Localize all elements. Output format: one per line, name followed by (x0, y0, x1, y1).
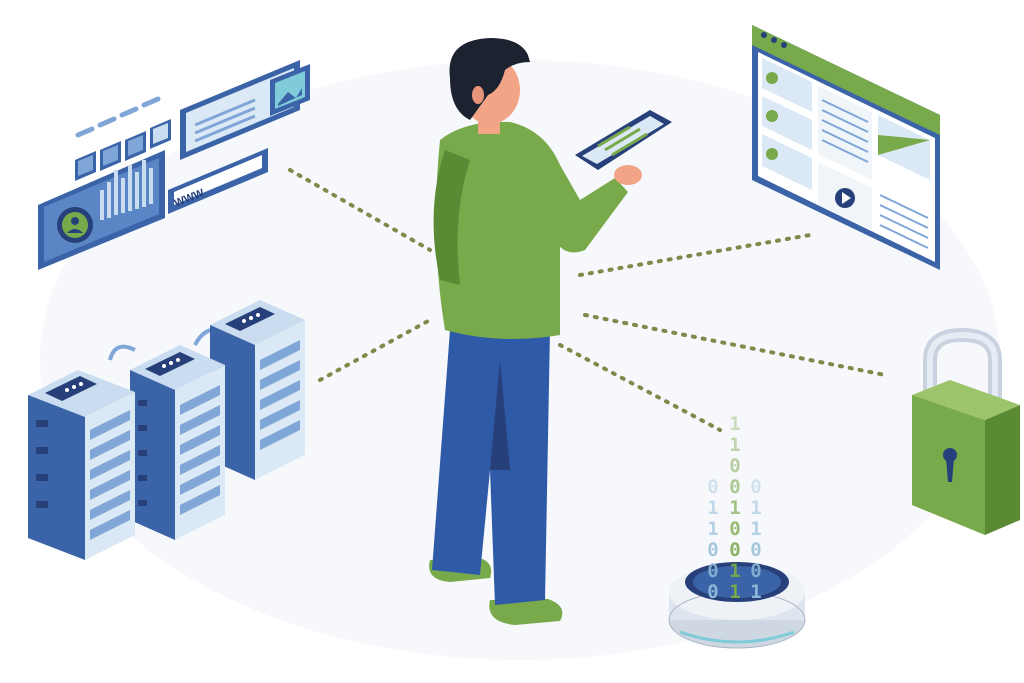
binary-digit: 0 (729, 476, 740, 498)
binary-digit: 1 (729, 560, 740, 582)
person-figure (429, 38, 672, 625)
server-racks (28, 300, 305, 560)
binary-digit: 1 (750, 581, 761, 603)
dashboard-panel: WWW (38, 60, 310, 270)
binary-digit: 1 (750, 518, 761, 540)
binary-digit: 0 (750, 539, 761, 561)
data-pedestal (668, 562, 806, 649)
server-rack-front (28, 370, 135, 560)
binary-digit: 1 (729, 413, 740, 435)
hand (614, 165, 642, 185)
connection-line-servers (318, 318, 432, 382)
right-shoe (489, 599, 563, 625)
connection-line-dashboard (288, 168, 432, 252)
server-rack-middle (130, 345, 225, 540)
binary-digit: 0 (707, 560, 718, 582)
play-icon (842, 192, 851, 204)
tablet-device (575, 110, 672, 170)
connection-line-webpage (578, 233, 812, 277)
binary-digit: 1 (750, 497, 761, 519)
binary-digit: 0 (729, 518, 740, 540)
binary-digit: 0 (707, 476, 718, 498)
connection-line-data (558, 343, 722, 432)
webpage-window (752, 25, 940, 270)
right-arm (520, 135, 628, 253)
window-titlebar (752, 25, 940, 135)
binary-digit: 1 (707, 518, 718, 540)
binary-digit: 1 (729, 434, 740, 456)
connection-line-lock (583, 313, 887, 377)
binary-digit: 1 (707, 497, 718, 519)
connection-lines (288, 168, 887, 432)
hair (449, 38, 530, 120)
binary-digit: 0 (750, 560, 761, 582)
binary-digit: 0 (729, 455, 740, 477)
binary-digit: 1 (729, 581, 740, 603)
binary-digit: 1 (729, 497, 740, 519)
binary-digit: 0 (707, 539, 718, 561)
binary-digit: 0 (707, 581, 718, 603)
padlock-icon (912, 327, 1020, 535)
ear (472, 86, 484, 104)
binary-digit: 0 (729, 539, 740, 561)
binary-digit: 0 (750, 476, 761, 498)
